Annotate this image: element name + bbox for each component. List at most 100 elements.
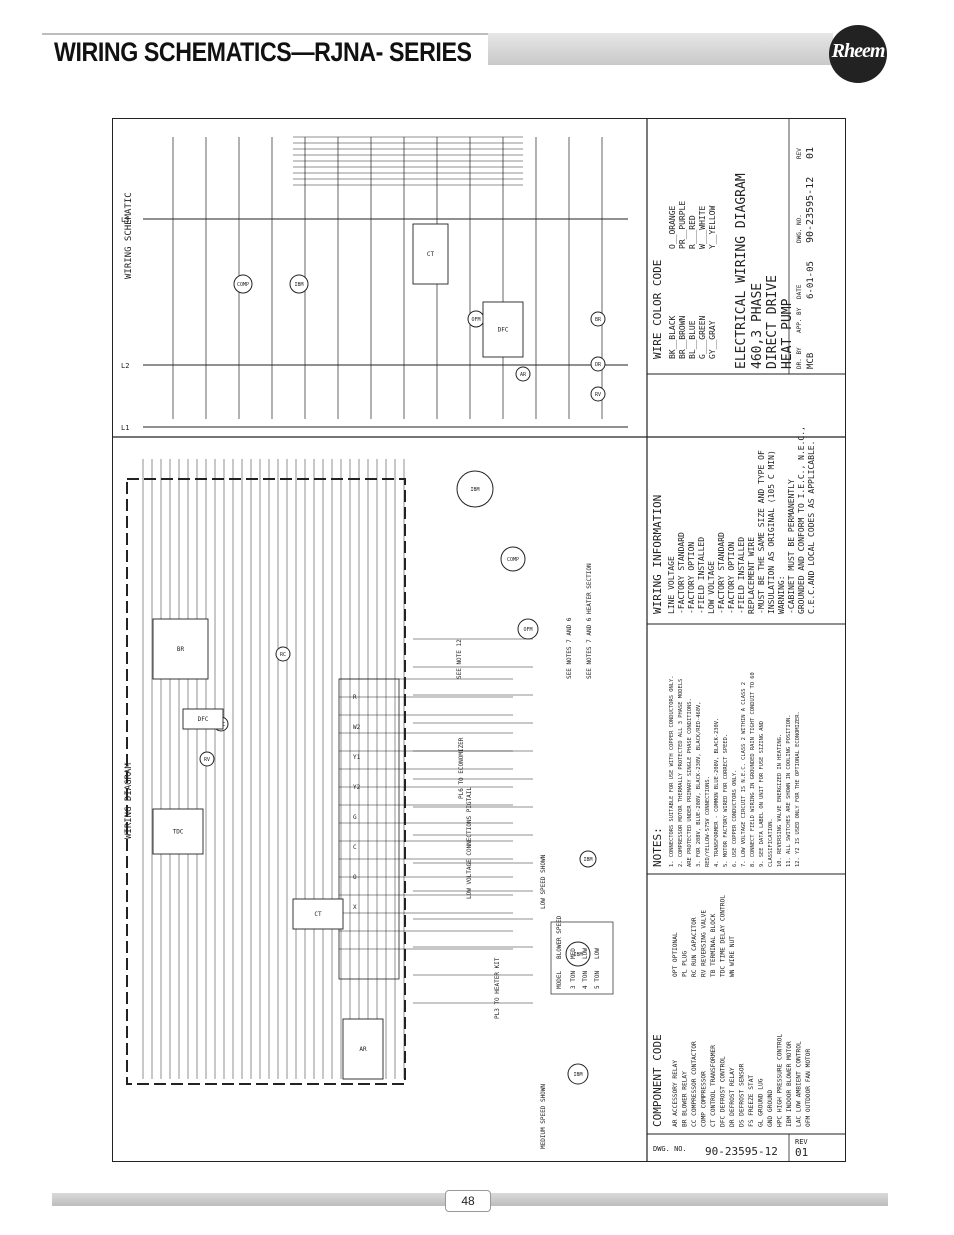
terminal-strip-label: W2 — [353, 724, 361, 731]
title-block-fields: DR. BY MCB APP. BY DATE 6-01-05 DWG. NO.… — [796, 147, 816, 369]
dwg-no-value: 90-23595-12 — [805, 177, 816, 243]
component-label: RC — [280, 652, 286, 658]
component-item: BR BLOWER RELAY — [682, 1071, 689, 1127]
speed-label-group: LOW SPEED SHOWN — [540, 854, 547, 909]
page-title: WIRING SCHEMATICS—RJNA- SERIES — [54, 37, 472, 67]
drawing-title-line: HEAT PUMP — [780, 298, 795, 369]
rev-value: 01 — [805, 147, 816, 159]
component-label: AR — [520, 372, 527, 378]
note-line: 2. COMPRESSOR MOTOR THERMALLY PROTECTED … — [678, 679, 684, 867]
rail-label: L1 — [121, 424, 129, 432]
speed-table-cell: 5 TON — [594, 971, 601, 989]
wire-color-title: WIRE COLOR CODE — [651, 260, 664, 359]
side-note: SEE NOTE 12 — [456, 639, 463, 679]
wiring-info-line: -FACTORY STANDARD — [717, 532, 726, 614]
wiring-info-line: C.E.C.AND LOCAL CODES AS APPLICABLE. — [807, 441, 816, 614]
wiring-info-line: -FACTORY STANDARD — [677, 532, 686, 614]
wiring-info-lines: LINE VOLTAGE-FACTORY STANDARD-FACTORY OP… — [667, 426, 816, 614]
date-label: DATE — [796, 284, 803, 299]
notes-title: NOTES: — [651, 827, 664, 867]
component-item: TB TERMINAL BLOCK — [710, 913, 717, 977]
wiring-info-line: INSULATION AS ORIGINAL (105 C MIN) — [767, 450, 776, 614]
component-symbol — [515, 366, 531, 382]
speed-table-header: BLOWER SPEED — [556, 915, 563, 959]
speed-table-cell: 3 TON — [570, 971, 577, 989]
component-item: OPT OPTIONAL — [672, 932, 679, 977]
control-box-outline — [126, 478, 406, 1085]
side-note-group: PL6 TO ECONOMIZER — [458, 737, 465, 799]
wiring-info-line: GROUNDED AND CONFORM TO I.E.C., N.E.C., — [797, 426, 806, 614]
wire-color-item: BK__BLACK — [668, 315, 677, 359]
terminal-strip-label: O — [353, 874, 357, 881]
note-line: 1. CONNECTORS SUITABLE FOR USE WITH COPP… — [669, 676, 675, 867]
side-note-group: LOW VOLTAGE CONNECTIONS PIGTAIL — [466, 787, 473, 899]
wire-color-item: O__ORANGE — [668, 205, 677, 249]
component-item: COMP COMPRESSOR — [701, 1071, 708, 1127]
component-symbol — [565, 941, 591, 967]
component-item: HPC HIGH PRESSURE CONTROL — [777, 1034, 784, 1127]
dwg-no-label: DWG. NO. — [796, 214, 803, 243]
rail-label: L3 — [121, 216, 129, 224]
component-symbol — [233, 274, 253, 294]
component-item: PL PLUG — [682, 951, 689, 977]
note-line: 10. REVERSING VALVE ENERGIZED IN HEATING… — [777, 734, 783, 867]
wiring-info-line: -FACTORY OPTION — [727, 542, 736, 614]
component-item: CC COMPRESSOR CONTACTOR — [691, 1041, 698, 1127]
component-box-label: DFC — [198, 716, 209, 723]
diagram-label-group: WIRING DIAGRAM — [124, 763, 134, 839]
component-box-label: CT — [427, 251, 435, 258]
component-symbol — [590, 386, 606, 402]
speed-table-cell: MED — [570, 948, 577, 959]
bottom-dwg-label: DWG. NO. — [653, 1145, 687, 1153]
component-label: IBM — [573, 1072, 582, 1078]
components: COMPIBMOFMARBRDRRVIBMCOMPOFMRCDFCRVIBMIB… — [152, 223, 606, 1085]
dr-by-value: MCB — [806, 353, 816, 369]
side-note-group: SEE NOTE 12 — [456, 639, 463, 679]
component-item: GND GROUND — [767, 1089, 774, 1127]
wire-color-item: W___WHITE — [698, 205, 707, 249]
terminal-strip-label: Y2 — [353, 784, 361, 791]
component-label: DR — [595, 362, 602, 368]
note-line: 7. LOW VOLTAGE CIRCUIT IS N.E.C. CLASS 2… — [741, 682, 747, 867]
component-box — [152, 808, 204, 855]
wiring-info-line: -FIELD INSTALLED — [737, 537, 746, 614]
component-symbol — [590, 356, 606, 372]
drawing-title-line: ELECTRICAL WIRING DIAGRAM — [734, 173, 749, 369]
dr-by-label: DR. BY — [796, 347, 803, 369]
component-label: IBM — [573, 952, 582, 958]
wire-color-item: Y__YELLOW — [708, 205, 717, 249]
wiring-information: WIRING INFORMATION LINE VOLTAGE-FACTORY … — [651, 426, 816, 614]
component-symbol — [275, 646, 291, 662]
side-note-group: PL3 TO HEATER KIT — [494, 957, 501, 1019]
component-item: IBM INDOOR BLOWER MOTOR — [786, 1041, 793, 1127]
note-line: 8. CONNECT FIELD WIRING IN GROUNDED RAIN… — [750, 672, 756, 867]
component-symbol — [456, 470, 494, 508]
component-item: AR ACCESSORY RELAY — [672, 1060, 679, 1127]
component-box — [342, 1018, 384, 1080]
component-item: DS DEFROST SENSOR — [739, 1063, 746, 1127]
component-symbol — [579, 850, 597, 868]
component-box-label: AR — [359, 1046, 367, 1053]
component-item: WN WIRE NUT — [729, 936, 736, 977]
bottom-rev: 01 — [795, 1146, 808, 1159]
component-symbol — [567, 1063, 589, 1085]
component-item: DR DEFROST RELAY — [729, 1067, 736, 1127]
speed-table-cell: LOW — [594, 948, 601, 959]
schematic-label: WIRING SCHEMATIC — [124, 192, 134, 279]
wiring-info-line: LINE VOLTAGE — [667, 556, 676, 614]
component-label: COMP — [507, 557, 519, 563]
component-item: RV REVERSING VALVE — [701, 910, 708, 977]
note-line: 12. Y2 IS USED ONLY FOR THE OPTIONAL ECO… — [795, 711, 801, 867]
terminal-block — [338, 678, 400, 980]
page-header: WIRING SCHEMATICS—RJNA- SERIES — [42, 33, 888, 73]
wire-color-item: G___GREEN — [698, 315, 707, 359]
side-note: SEE NOTES 7 AND 6 — [566, 617, 573, 679]
terminal-strip-label: G — [353, 814, 357, 821]
bottom-rev-label: REV — [795, 1138, 808, 1146]
